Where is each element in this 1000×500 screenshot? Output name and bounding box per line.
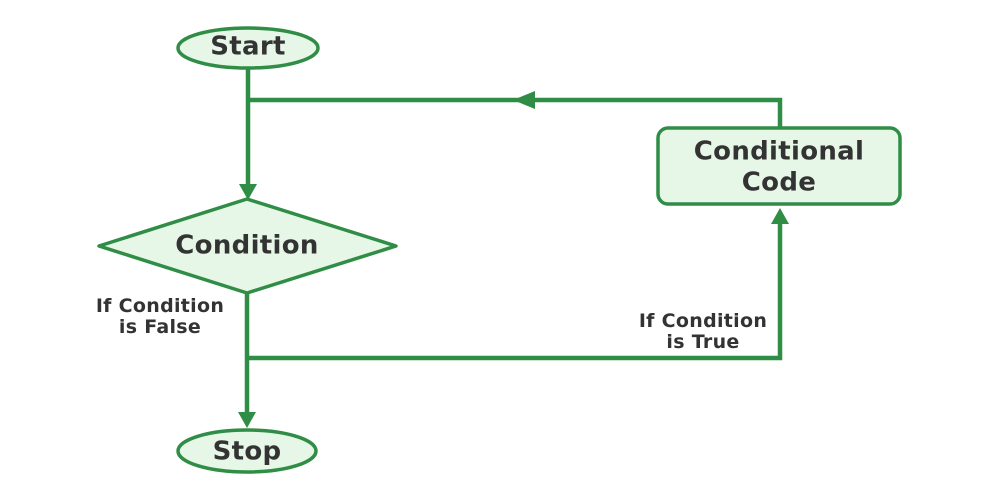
conditional-code-label-line1: Conditional: [693, 136, 865, 167]
false-branch-label: If Condition is False: [96, 296, 224, 338]
false-branch-label-line1: If Condition: [95, 295, 225, 318]
condition-decision-shape: [97, 197, 398, 295]
true-branch-label-line2: is True: [666, 331, 740, 353]
start-label: Start: [210, 31, 286, 62]
edge-true-branch: [247, 224, 783, 361]
start-terminator-shape: [176, 26, 320, 70]
condition-label: Condition: [175, 230, 319, 261]
false-branch-label-line2: is False: [118, 316, 202, 338]
conditional-code-label: Conditional Code: [694, 136, 864, 197]
conditional-code-process-shape: [656, 126, 902, 206]
stop-label: Stop: [212, 436, 282, 467]
arrow-down-stop-icon: [238, 412, 256, 428]
arrow-left-loop-icon: [513, 91, 535, 109]
arrow-up-conditional-code-icon: [771, 208, 789, 224]
conditional-code-label-line2: Code: [741, 167, 817, 197]
arrow-down-condition-icon: [239, 184, 257, 200]
stop-terminator-shape: [176, 428, 318, 474]
true-branch-label: If Condition is True: [639, 311, 767, 353]
true-branch-label-line1: If Condition: [638, 310, 768, 333]
edge-loop-return: [248, 97, 783, 128]
